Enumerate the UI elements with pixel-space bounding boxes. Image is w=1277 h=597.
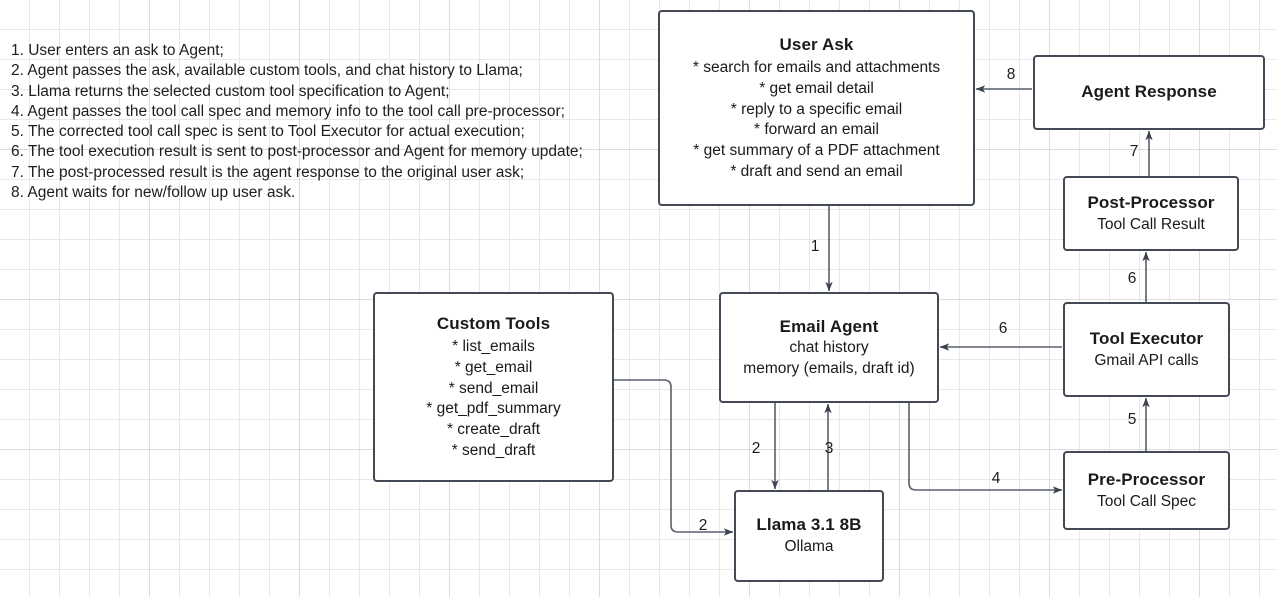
edge-label-2-tools: 2 (698, 517, 708, 534)
legend-step: 5. The corrected tool call spec is sent … (11, 123, 525, 141)
node-user-ask-item: * reply to a specific email (730, 100, 903, 118)
node-user-ask-item: * forward an email (754, 121, 879, 139)
legend-step: 6. The tool execution result is sent to … (11, 143, 583, 161)
node-user-ask-item: * draft and send an email (730, 162, 903, 180)
node-pre-processor[interactable]: Pre-Processor Tool Call Spec (1063, 451, 1230, 530)
edge-label-8: 8 (1006, 66, 1016, 83)
node-custom-tools-title: Custom Tools (436, 313, 551, 333)
node-custom-tools-item: * get_pdf_summary (426, 400, 561, 418)
edge-label-7: 7 (1129, 143, 1139, 160)
legend-step: 7. The post-processed result is the agen… (11, 163, 525, 181)
legend-step: 4. Agent passes the tool call spec and m… (11, 102, 565, 120)
node-agent-response-title: Agent Response (1081, 82, 1217, 102)
legend-step: 2. Agent passes the ask, available custo… (11, 62, 523, 80)
node-tool-executor-title: Tool Executor (1089, 328, 1204, 348)
node-custom-tools-item: * create_draft (446, 420, 541, 438)
edge-label-5: 5 (1127, 411, 1137, 428)
node-pre-processor-subtitle: Tool Call Spec (1096, 492, 1197, 510)
node-custom-tools-item: * list_emails (452, 338, 535, 356)
node-user-ask[interactable]: User Ask * search for emails and attachm… (658, 10, 975, 206)
node-tool-executor-subtitle: Gmail API calls (1094, 351, 1199, 369)
edge-label-4: 4 (991, 470, 1001, 487)
node-tool-executor[interactable]: Tool Executor Gmail API calls (1063, 302, 1230, 397)
node-email-agent-chat-history: chat history (789, 339, 869, 357)
node-user-ask-item: * search for emails and attachments (692, 59, 941, 77)
edge-2-custom-tools-to-llama (614, 379, 734, 536)
node-custom-tools-item: * send_email (448, 379, 539, 397)
node-user-ask-items: * search for emails and attachments * ge… (693, 58, 940, 182)
legend-step: 8. Agent waits for new/follow up user as… (11, 184, 296, 202)
node-user-ask-item: * get summary of a PDF attachment (693, 141, 940, 159)
node-email-agent[interactable]: Email Agent chat history memory (emails,… (719, 292, 939, 403)
edge-4-email-agent-to-pre-processor (908, 403, 1063, 494)
node-custom-tools-item: * send_draft (451, 441, 536, 459)
edge-label-6-post: 6 (1127, 270, 1137, 287)
edge-label-3: 3 (824, 440, 834, 457)
node-post-processor-title: Post-Processor (1087, 192, 1215, 212)
node-user-ask-title: User Ask (779, 34, 854, 54)
node-user-ask-item: * get email detail (759, 80, 874, 98)
node-custom-tools-items: * list_emails * get_email * send_email *… (426, 337, 560, 461)
node-email-agent-title: Email Agent (779, 316, 879, 336)
node-agent-response[interactable]: Agent Response (1033, 55, 1265, 130)
node-pre-processor-title: Pre-Processor (1087, 469, 1206, 489)
node-post-processor[interactable]: Post-Processor Tool Call Result (1063, 176, 1239, 251)
node-custom-tools-item: * get_email (454, 359, 533, 377)
legend-step: 1. User enters an ask to Agent; (11, 42, 224, 59)
edge-label-1: 1 (810, 238, 820, 255)
legend-step: 3. Llama returns the selected custom too… (11, 82, 450, 100)
edge-label-2-agent: 2 (751, 440, 761, 457)
node-email-agent-memory: memory (emails, draft id) (743, 359, 915, 377)
edge-label-6-agent: 6 (998, 320, 1008, 337)
node-post-processor-subtitle: Tool Call Result (1097, 215, 1205, 233)
node-llama-subtitle: Ollama (784, 538, 834, 555)
legend-steps-list: 1. User enters an ask to Agent; 2. Agent… (11, 41, 583, 203)
node-llama-title: Llama 3.1 8B (756, 515, 862, 535)
node-custom-tools[interactable]: Custom Tools * list_emails * get_email *… (373, 292, 614, 482)
node-llama[interactable]: Llama 3.1 8B Ollama (734, 490, 884, 582)
